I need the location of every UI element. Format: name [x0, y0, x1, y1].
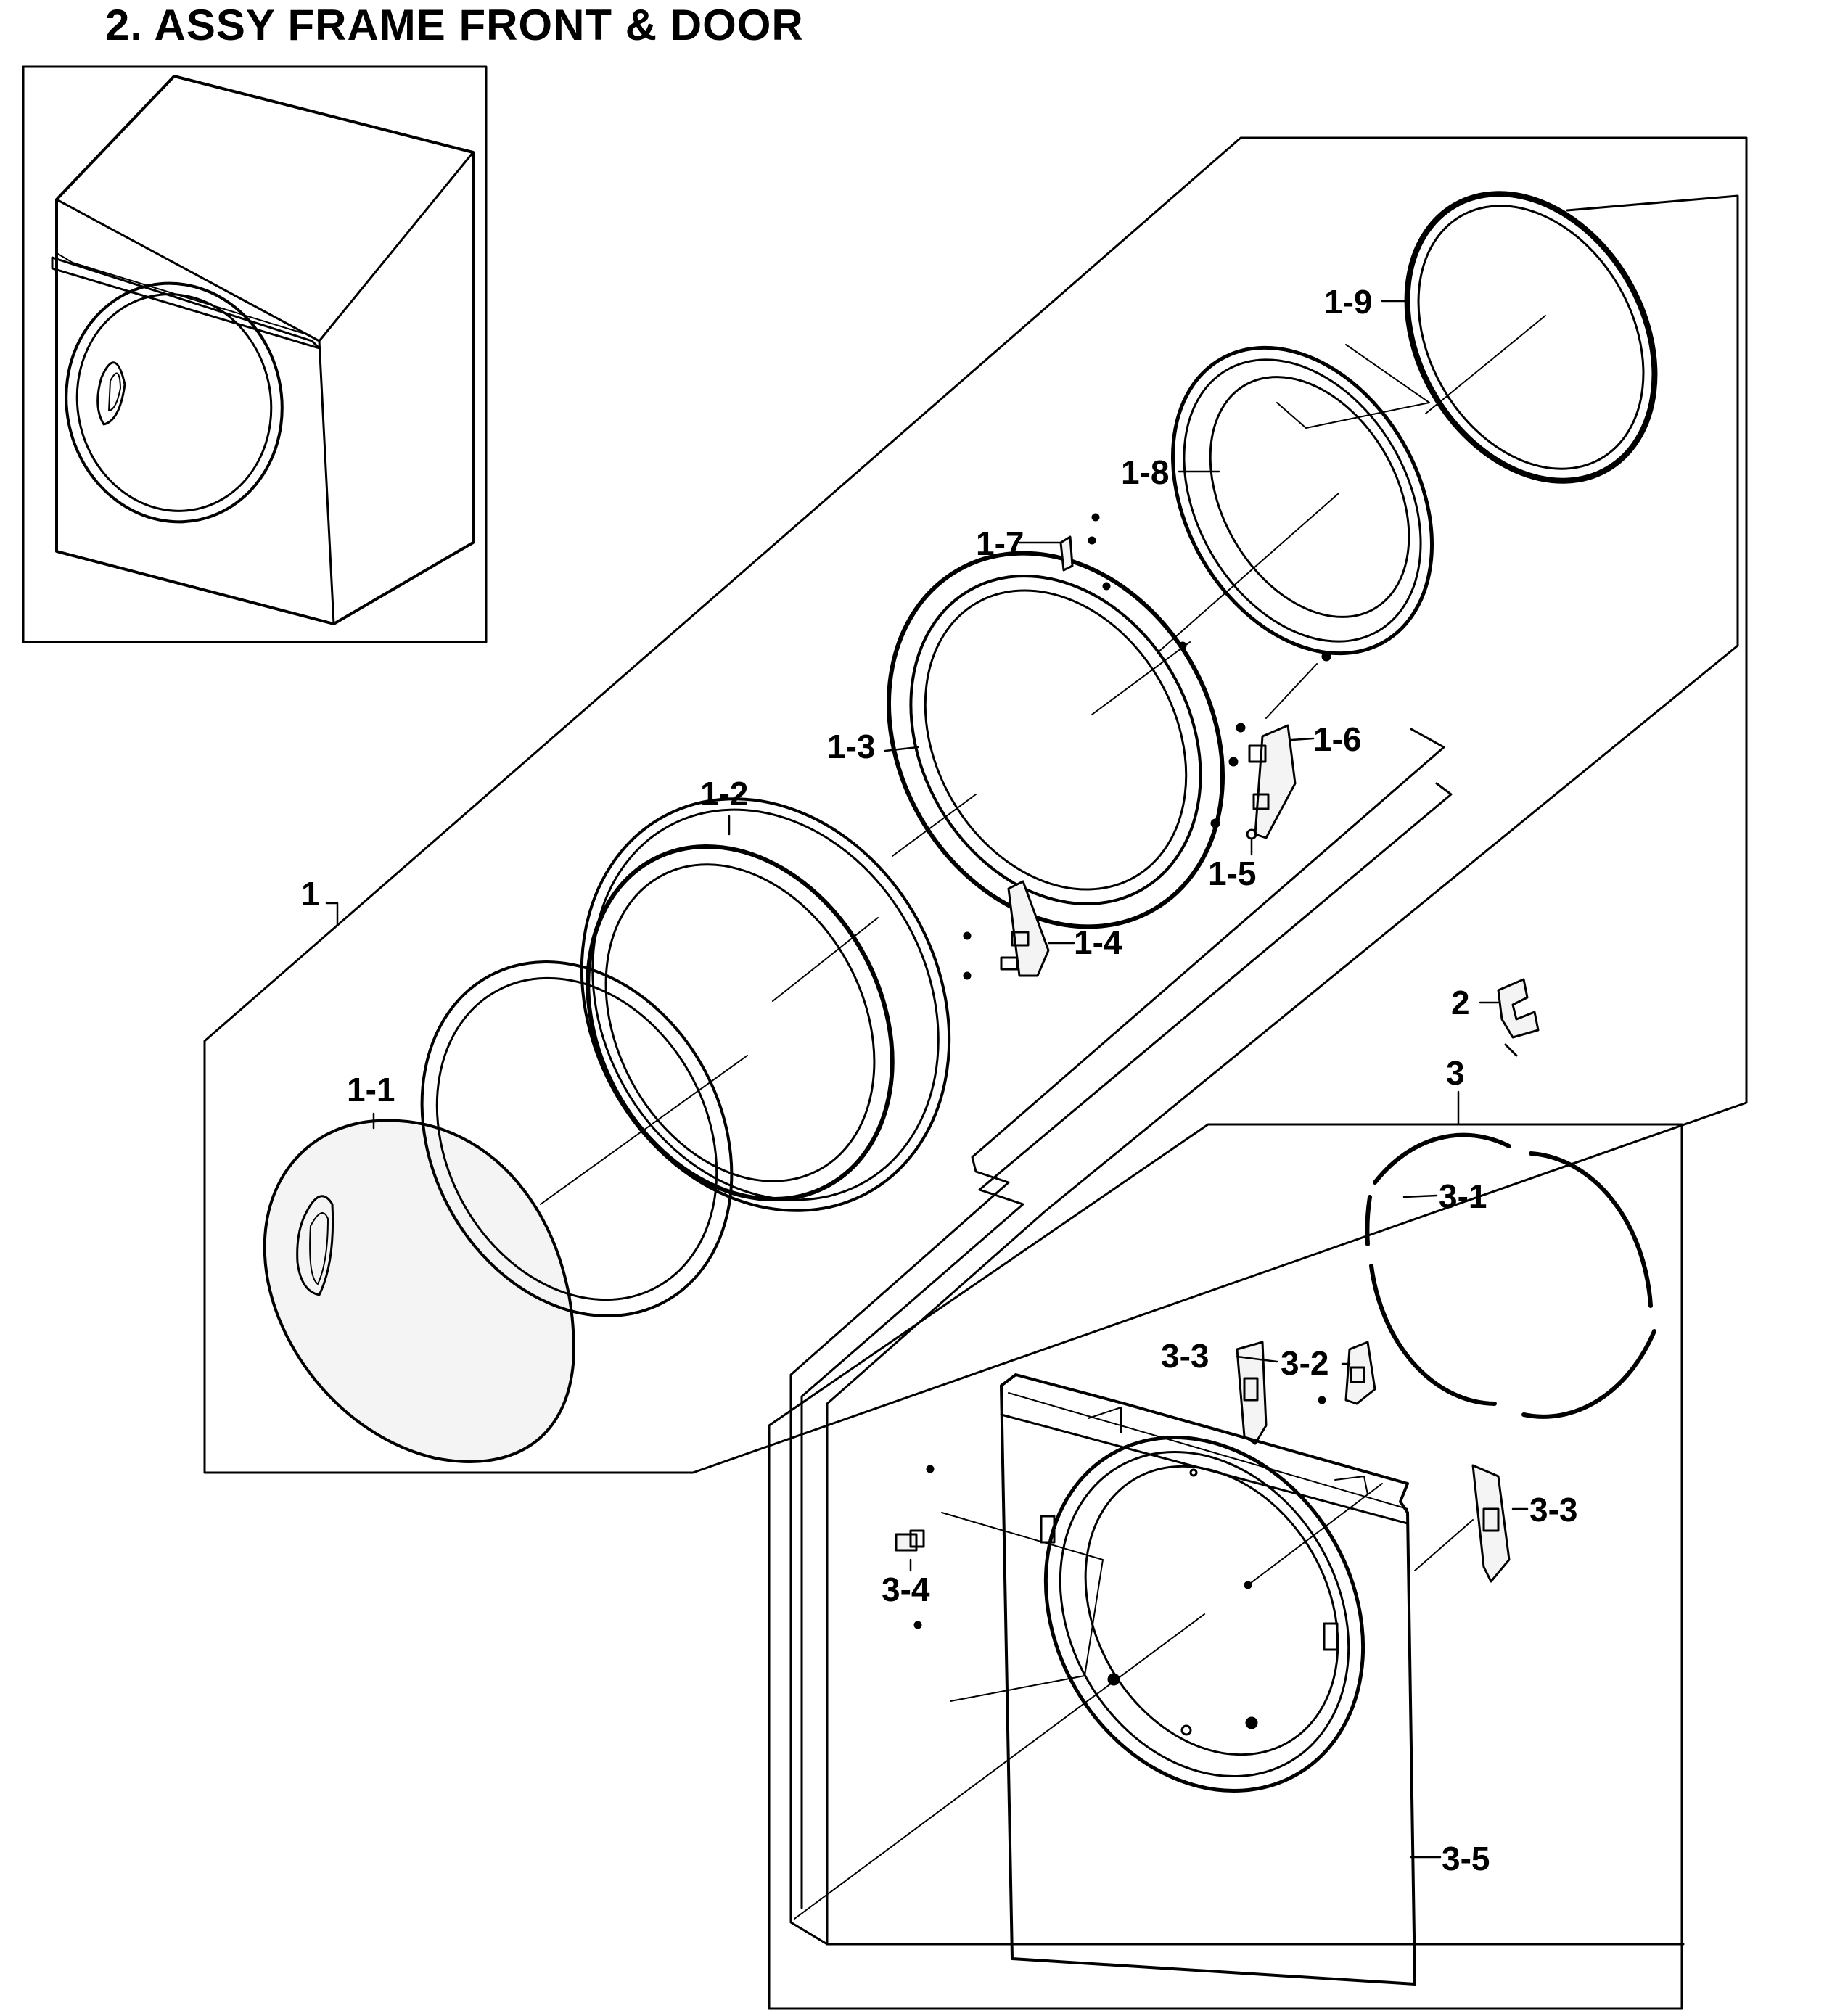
label-part-3-2: 3-2: [1281, 1344, 1328, 1382]
part-hinge-plate-top: [1236, 1341, 1268, 1445]
part-door-cover: [263, 1055, 748, 1463]
group-connector-lines: [789, 194, 1739, 1946]
label-part-1-4: 1-4: [1074, 923, 1122, 961]
label-part-3-3-right: 3-3: [1529, 1491, 1577, 1529]
label-part-3-1: 3-1: [1439, 1177, 1487, 1215]
assembled-dryer-illustration: [51, 75, 475, 625]
page-title: 2. ASSY FRAME FRONT & DOOR: [105, 1, 804, 49]
part-clip: [1497, 978, 1540, 1057]
label-part-3: 3: [1446, 1054, 1465, 1092]
part-door-frame: [887, 551, 1225, 929]
part-hinge: [1210, 651, 1331, 840]
label-part-1-6: 1-6: [1313, 720, 1361, 758]
part-front-frame-panel: [794, 1373, 1416, 1986]
part-door-inner-ring: [420, 797, 951, 1317]
label-part-1-1: 1-1: [347, 1071, 395, 1108]
part-sensor: [895, 1465, 1104, 1702]
label-part-1-5: 1-5: [1208, 855, 1256, 892]
label-part-1-9: 1-9: [1324, 283, 1372, 321]
label-leader-lines: [325, 300, 1529, 1859]
label-part-1: 1: [301, 875, 320, 913]
part-clamp-ring: [1365, 1132, 1656, 1419]
label-part-1-3: 1-3: [827, 728, 875, 765]
part-door-hook: [1059, 513, 1187, 650]
label-part-1-7: 1-7: [976, 524, 1024, 562]
part-door-glass: [1157, 345, 1434, 656]
label-part-2: 2: [1451, 984, 1470, 1021]
part-door-lock-switch: [1318, 1341, 1376, 1405]
part-hinge-plate-right: [1414, 1464, 1511, 1583]
group-3-frame-front-outline: [768, 1123, 1683, 2010]
label-part-3-4: 3-4: [882, 1571, 930, 1608]
label-part-1-8: 1-8: [1121, 453, 1169, 491]
part-labels: 1 1-1 1-2 1-3 1-4 1-5 1-6 1-7 1-8 1-9 2 …: [301, 283, 1577, 1877]
part-door-gasket: [1404, 191, 1658, 484]
label-part-3-3-top: 3-3: [1161, 1337, 1209, 1375]
label-part-1-2: 1-2: [700, 775, 748, 812]
part-hinge-bracket: [963, 880, 1050, 980]
overview-inset: [22, 65, 488, 643]
label-part-3-5: 3-5: [1442, 1840, 1490, 1877]
group-1-door-assembly-outline: [203, 136, 1748, 1474]
